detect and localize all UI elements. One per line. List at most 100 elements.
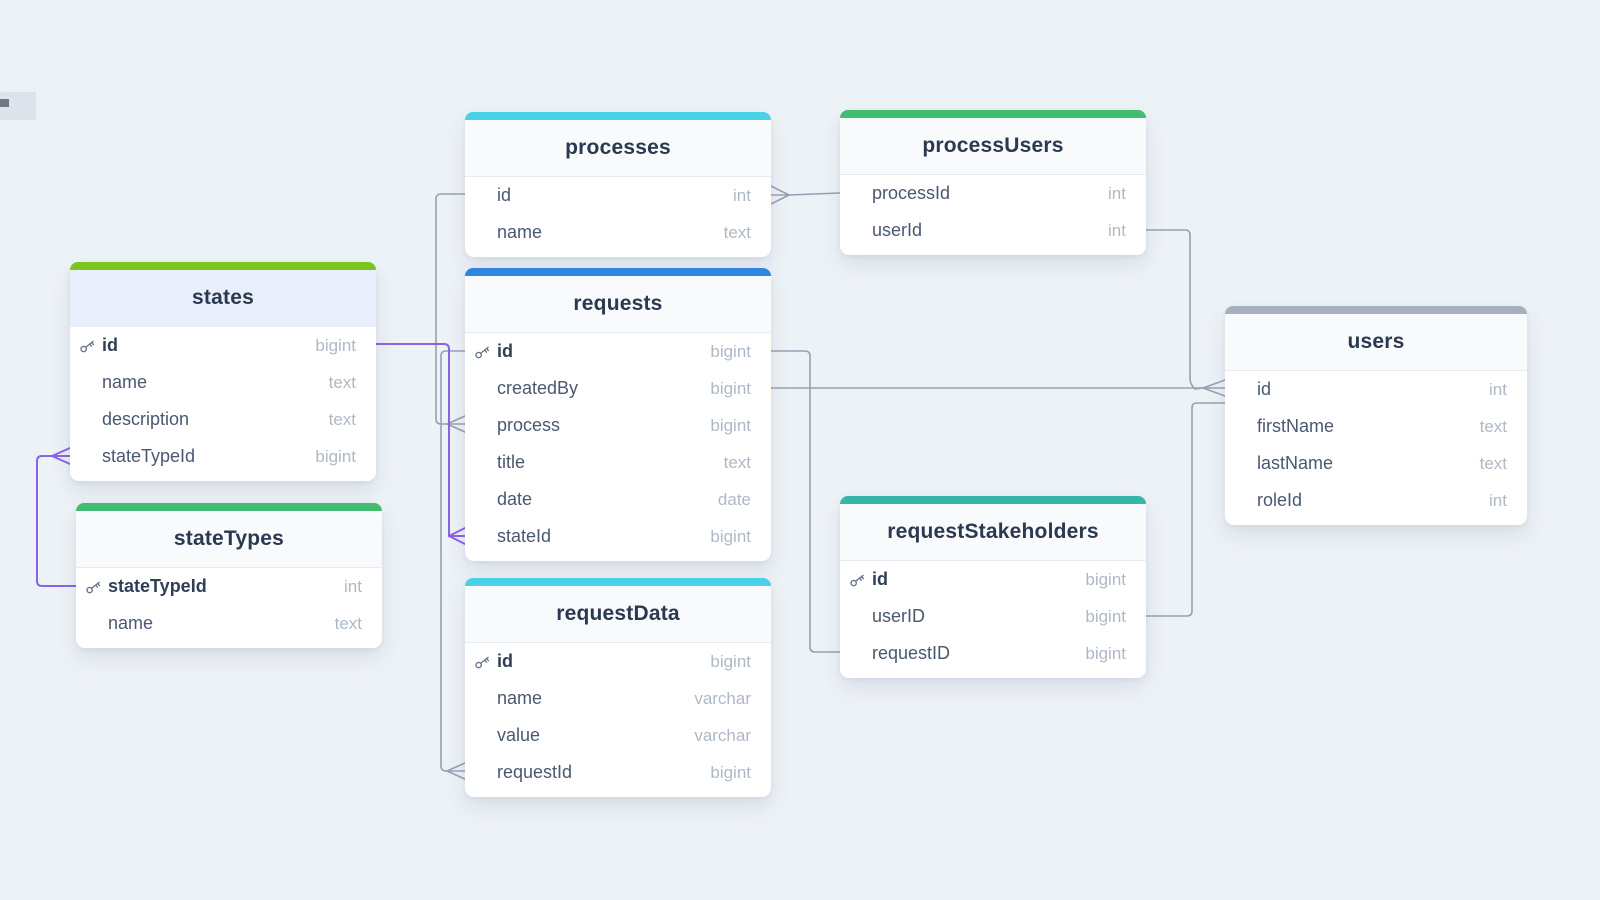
field-type: int (733, 185, 751, 205)
field-type: bigint (710, 762, 751, 782)
field-row-requestData-value[interactable]: value varchar (465, 717, 771, 754)
table-header[interactable]: stateTypes (76, 511, 382, 568)
table-title: requestData (556, 602, 680, 625)
table-fields: id int name text (465, 177, 771, 257)
field-type: bigint (315, 446, 356, 466)
relation-requests.id-to-requestStakeholders.requestID[interactable] (770, 350, 841, 653)
field-name: title (497, 452, 526, 472)
field-row-requests-id[interactable]: id bigint (465, 333, 771, 370)
canvas-edge-artifact (0, 99, 9, 107)
field-name: id (497, 185, 512, 205)
field-type: bigint (315, 335, 356, 355)
table-header[interactable]: processUsers (840, 118, 1146, 175)
field-name: roleId (1257, 490, 1303, 510)
table-stateTypes[interactable]: stateTypes stateTypeId int (76, 503, 382, 648)
field-type: bigint (710, 651, 751, 671)
table-users[interactable]: users id int (1225, 306, 1527, 525)
field-type: int (1108, 220, 1126, 240)
table-header[interactable]: users (1225, 314, 1527, 371)
table-title: users (1347, 330, 1405, 353)
relation-requestStakeholders.userID-to-users.id[interactable] (1145, 402, 1226, 617)
table-accent-bar (70, 262, 376, 270)
field-name: process (497, 415, 561, 435)
table-processUsers[interactable]: processUsers processId int (840, 110, 1146, 255)
table-title: processes (565, 136, 671, 159)
field-row-requestData-id[interactable]: id bigint (465, 643, 771, 680)
field-row-requests-title[interactable]: title text (465, 444, 771, 481)
field-row-requestStakeholders-userID[interactable]: userID bigint (840, 598, 1146, 635)
field-row-users-id[interactable]: id int (1225, 371, 1527, 408)
field-row-processUsers-userId[interactable]: userId int (840, 212, 1146, 249)
field-name: stateId (497, 526, 552, 546)
table-accent-bar (76, 503, 382, 511)
field-row-requests-date[interactable]: date date (465, 481, 771, 518)
field-row-requestData-name[interactable]: name varchar (465, 680, 771, 717)
field-name: createdBy (497, 378, 579, 398)
field-row-processes-name[interactable]: name text (465, 214, 771, 251)
field-name: id (497, 341, 513, 361)
field-type: int (344, 576, 362, 596)
field-row-stateTypes-name[interactable]: name text (76, 605, 382, 642)
primary-key-icon (474, 654, 490, 670)
field-name: id (102, 335, 118, 355)
table-processes[interactable]: processes id int (465, 112, 771, 257)
field-row-states-description[interactable]: description text (70, 401, 376, 438)
field-row-states-stateTypeId[interactable]: stateTypeId bigint (70, 438, 376, 475)
field-name: date (497, 489, 533, 509)
field-row-processUsers-processId[interactable]: processId int (840, 175, 1146, 212)
relation-processes.id-to-processUsers.processId[interactable] (770, 185, 841, 205)
table-requestData[interactable]: requestData id bigint (465, 578, 771, 797)
field-row-requests-createdBy[interactable]: createdBy bigint (465, 370, 771, 407)
field-type: varchar (694, 725, 751, 745)
field-row-requestStakeholders-id[interactable]: id bigint (840, 561, 1146, 598)
table-title: processUsers (922, 134, 1064, 157)
table-accent-bar (840, 110, 1146, 118)
table-fields: id bigint userID bigint (840, 561, 1146, 678)
field-row-users-roleId[interactable]: roleId int (1225, 482, 1527, 519)
table-requestStakeholders[interactable]: requestStakeholders id bigint (840, 496, 1146, 678)
field-row-processes-id[interactable]: id int (465, 177, 771, 214)
table-fields: id bigint createdBy bigint (465, 333, 771, 561)
field-row-states-id[interactable]: id bigint (70, 327, 376, 364)
relation-states.id-to-requests.stateId[interactable] (375, 343, 466, 545)
primary-key-icon (849, 572, 865, 588)
field-name: stateTypeId (108, 576, 207, 596)
table-title: requestStakeholders (887, 520, 1099, 543)
relation-processes.id-to-requests.process[interactable] (435, 193, 466, 433)
field-name: lastName (1257, 453, 1334, 473)
field-type: bigint (710, 341, 751, 361)
field-row-requests-stateId[interactable]: stateId bigint (465, 518, 771, 555)
table-header[interactable]: processes (465, 120, 771, 177)
field-row-requests-process[interactable]: process bigint (465, 407, 771, 444)
table-fields: stateTypeId int name text (76, 568, 382, 648)
field-type: bigint (1085, 569, 1126, 589)
primary-key-icon (474, 344, 490, 360)
table-states[interactable]: states id bigint (70, 262, 376, 481)
field-name: processId (872, 183, 951, 203)
table-header[interactable]: states (70, 270, 376, 327)
field-type: int (1489, 379, 1507, 399)
table-accent-bar (840, 496, 1146, 504)
relation-requests.id-to-requestData.requestId[interactable] (440, 350, 466, 780)
field-row-users-lastName[interactable]: lastName text (1225, 445, 1527, 482)
field-name: description (102, 409, 190, 429)
table-title: stateTypes (173, 527, 285, 550)
field-type: bigint (710, 378, 751, 398)
table-requests[interactable]: requests id bigint (465, 268, 771, 561)
field-row-stateTypes-stateTypeId[interactable]: stateTypeId int (76, 568, 382, 605)
table-header[interactable]: requests (465, 276, 771, 333)
table-header[interactable]: requestData (465, 586, 771, 643)
table-header[interactable]: requestStakeholders (840, 504, 1146, 561)
field-type: bigint (710, 415, 751, 435)
field-name: name (108, 613, 154, 633)
field-name: requestID (872, 643, 951, 663)
field-row-users-firstName[interactable]: firstName text (1225, 408, 1527, 445)
field-row-requestStakeholders-requestID[interactable]: requestID bigint (840, 635, 1146, 672)
relation-processUsers.userId-to-users.id[interactable] (1145, 229, 1226, 397)
field-row-requestData-requestId[interactable]: requestId bigint (465, 754, 771, 791)
table-accent-bar (465, 268, 771, 276)
field-type: varchar (694, 688, 751, 708)
table-title: states (192, 286, 254, 309)
field-row-states-name[interactable]: name text (70, 364, 376, 401)
